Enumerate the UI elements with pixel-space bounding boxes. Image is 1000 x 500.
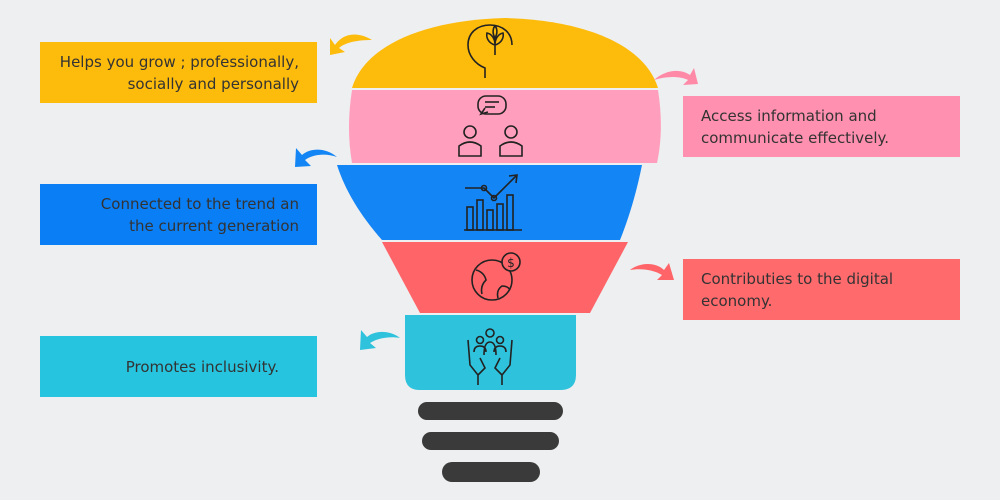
benefit-text: Connected to the trend an: [100, 194, 299, 213]
arrow-icon: [330, 34, 372, 55]
benefit-text: Contributies to the digital: [701, 269, 894, 288]
head-growth-icon: [467, 24, 513, 78]
benefit-text: Access information and: [701, 106, 877, 125]
arrow-icon: [295, 148, 337, 167]
svg-text:$: $: [507, 256, 515, 270]
bulb-base-bar: [422, 432, 559, 450]
hands-community-icon: [467, 328, 513, 385]
benefit-text: Helps you grow ; professionally,: [59, 52, 299, 71]
growth-chart-icon: [464, 174, 522, 231]
bulb-segment-red: [382, 242, 628, 313]
people-chat-icon: [458, 95, 523, 157]
arrow-icon: [630, 263, 674, 280]
bulb-segment-cyan: [405, 315, 576, 390]
benefit-text: economy.: [701, 291, 773, 310]
benefit-box-grow: Helps you grow ; professionally, socially…: [40, 42, 317, 103]
arrow-icon: [654, 68, 698, 85]
bulb-segment-yellow: [352, 18, 658, 88]
arrow-icon: [360, 330, 400, 350]
benefit-box-economy: Contributies to the digital economy.: [683, 259, 960, 320]
bulb-segment-blue: [337, 165, 642, 240]
bulb-segment-pink: [349, 90, 661, 163]
benefit-box-trend: Connected to the trend an the current gen…: [40, 184, 317, 245]
benefit-box-inclusive: Promotes inclusivity.: [40, 336, 317, 397]
bulb-base-bar: [442, 462, 540, 482]
benefit-text: the current generation: [129, 216, 299, 235]
benefit-text: Promotes inclusivity.: [125, 357, 279, 376]
bulb-base-bar: [418, 402, 563, 420]
globe-dollar-icon: $: [471, 252, 521, 301]
benefit-box-access: Access information and communicate effect…: [683, 96, 960, 157]
benefit-text: socially and personally: [127, 74, 299, 93]
benefit-text: communicate effectively.: [701, 128, 890, 147]
